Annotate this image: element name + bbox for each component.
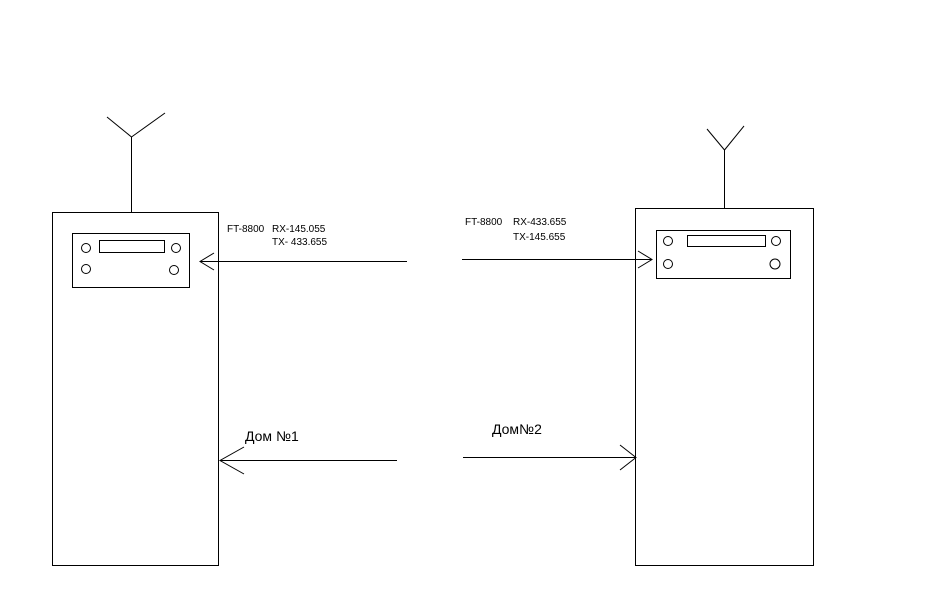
- left-radio-knob: [171, 243, 181, 253]
- right-radio-knob: [663, 259, 673, 269]
- left-antenna-icon: [106, 112, 166, 212]
- left-radio-panel: [72, 233, 190, 288]
- lower-right-arrow: [463, 444, 637, 471]
- right-house-box: [635, 208, 814, 566]
- upper-left-arrow: [199, 252, 407, 271]
- right-radio-model: FT-8800: [465, 217, 503, 228]
- left-radio-knob: [169, 265, 179, 275]
- right-radio-knob: [663, 236, 673, 246]
- right-radio-rx: RX-433.655: [513, 217, 567, 228]
- lower-left-arrow: [218, 446, 397, 475]
- left-radio-knob: [81, 264, 91, 274]
- left-radio-tx: TX- 433.655: [272, 237, 328, 248]
- right-radio-display: [687, 235, 766, 247]
- left-radio-display: [99, 240, 165, 253]
- right-house-label: Дом№2: [492, 421, 542, 437]
- left-radio-model: FT-8800: [227, 224, 265, 235]
- left-house-box: [52, 212, 219, 566]
- right-radio-knob: [769, 258, 781, 270]
- right-radio-knob: [771, 236, 781, 246]
- left-radio-knob: [81, 243, 91, 253]
- right-radio-tx: TX-145.655: [513, 232, 566, 243]
- right-radio-panel: [656, 230, 791, 279]
- upper-right-arrow: [462, 250, 653, 269]
- right-antenna-icon: [706, 125, 745, 208]
- left-radio-rx: RX-145.055: [272, 224, 326, 235]
- left-house-label: Дом №1: [245, 428, 299, 444]
